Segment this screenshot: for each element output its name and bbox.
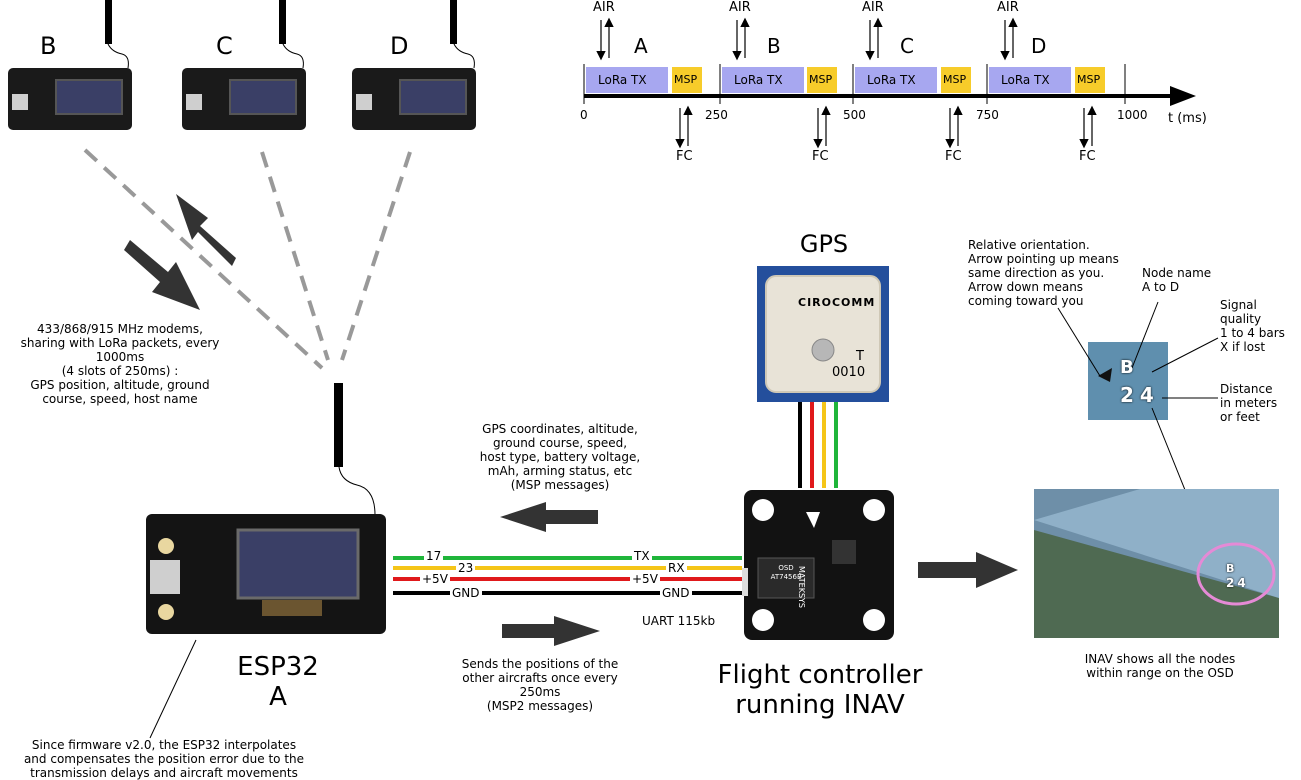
wire-17-label: 17	[424, 549, 444, 563]
firmware-note: Since firmware v2.0, the ESP32 interpola…	[23, 738, 305, 780]
osd-highlight-circle	[1196, 542, 1276, 606]
msp-out-description: Sends the positions of the other aircraf…	[461, 657, 619, 713]
lora-label-c: LoRa TX	[867, 73, 916, 87]
tick-1000: 1000	[1117, 108, 1148, 122]
cam-osd-distance: 24	[1226, 576, 1249, 590]
cam-osd-node-letter: B	[1226, 562, 1235, 575]
wire-gnd-right-label: GND	[660, 586, 692, 600]
wire-gnd-left-label: GND	[450, 586, 482, 600]
msp-in-arrow	[500, 502, 598, 532]
tick-250: 250	[705, 108, 728, 122]
lora-label-d: LoRa TX	[1001, 73, 1050, 87]
wire-tx-label: TX	[632, 549, 652, 563]
gps-module	[757, 266, 889, 488]
lora-block-a	[586, 67, 668, 93]
slot-label-c: C	[900, 34, 914, 58]
fc-osd-chip: OSD AT7456E	[770, 564, 802, 581]
msp-label-a: MSP	[674, 73, 698, 86]
slot-label-d: D	[1031, 34, 1047, 58]
fc-label-a: FC	[676, 149, 693, 164]
fc-label: Flight controller running INAV	[717, 660, 923, 720]
node-b-board	[8, 0, 132, 130]
osd-node-letter: B	[1120, 357, 1134, 378]
uart-label: UART 115kb	[642, 614, 716, 628]
tick-500: 500	[843, 108, 866, 122]
node-c-board	[182, 0, 306, 130]
esp32-label: ESP32 A	[237, 652, 319, 712]
radio-links	[83, 148, 412, 370]
lora-block-b	[722, 67, 804, 93]
slot-label-a: A	[634, 34, 648, 58]
node-b-label: B	[40, 32, 57, 60]
wire-rx-label: RX	[666, 561, 687, 575]
msp-out-arrow	[502, 616, 600, 646]
air-label-d: AIR	[997, 0, 1019, 15]
msp-in-description: GPS coordinates, altitude, ground course…	[479, 422, 641, 492]
msp-label-b: MSP	[809, 73, 833, 86]
gps-brand: CIROCOMM	[798, 296, 876, 309]
esp32-note-leader	[149, 639, 197, 739]
lora-label-a: LoRa TX	[598, 73, 647, 87]
timeline	[583, 17, 1196, 149]
lora-label-b: LoRa TX	[734, 73, 783, 87]
time-axis-label: t (ms)	[1168, 111, 1207, 126]
msp-block-b	[807, 67, 837, 93]
callout-distance: Distance in meters or feet	[1220, 382, 1278, 424]
osd-distance-value: 24	[1120, 383, 1160, 407]
callout-signal: Signal quality 1 to 4 bars X if lost	[1220, 298, 1285, 354]
wire-5v-left-label: +5V	[420, 572, 450, 586]
lora-block-c	[855, 67, 937, 93]
gps-title: GPS	[799, 230, 849, 258]
msp-label-d: MSP	[1077, 73, 1101, 86]
gps-code-num: 0010	[832, 365, 866, 380]
inav-caption: INAV shows all the nodes within range on…	[1084, 652, 1236, 680]
node-c-label: C	[216, 32, 233, 60]
esp32-board	[146, 383, 386, 634]
tick-0: 0	[580, 108, 588, 122]
tick-750: 750	[976, 108, 999, 122]
node-d-label: D	[390, 32, 409, 60]
air-label-a: AIR	[593, 0, 615, 15]
msp-block-a	[672, 67, 702, 93]
callout-node-name: Node name A to D	[1142, 266, 1212, 294]
gps-code-t: T	[856, 349, 864, 364]
msp-block-d	[1075, 67, 1105, 93]
slot-label-b: B	[767, 34, 781, 58]
air-label-c: AIR	[862, 0, 884, 15]
fc-board	[742, 490, 894, 640]
callout-orientation: Relative orientation. Arrow pointing up …	[968, 238, 1119, 308]
fc-to-osd-arrow	[918, 552, 1018, 588]
uplink-arrow	[176, 194, 236, 266]
msp-block-c	[941, 67, 971, 93]
camera-view	[1034, 489, 1279, 638]
node-d-board	[352, 0, 476, 130]
wire-5v-right-label: +5V	[630, 572, 660, 586]
osd-zoom	[1088, 342, 1168, 420]
modem-description: 433/868/915 MHz modems, sharing with LoR…	[20, 322, 220, 406]
lora-block-d	[989, 67, 1071, 93]
air-label-b: AIR	[729, 0, 751, 15]
downlink-arrow	[124, 240, 200, 310]
fc-label-d: FC	[1079, 149, 1096, 164]
fc-label-b: FC	[812, 149, 829, 164]
msp-label-c: MSP	[943, 73, 967, 86]
fc-label-c: FC	[945, 149, 962, 164]
wire-23-label: 23	[456, 561, 476, 575]
